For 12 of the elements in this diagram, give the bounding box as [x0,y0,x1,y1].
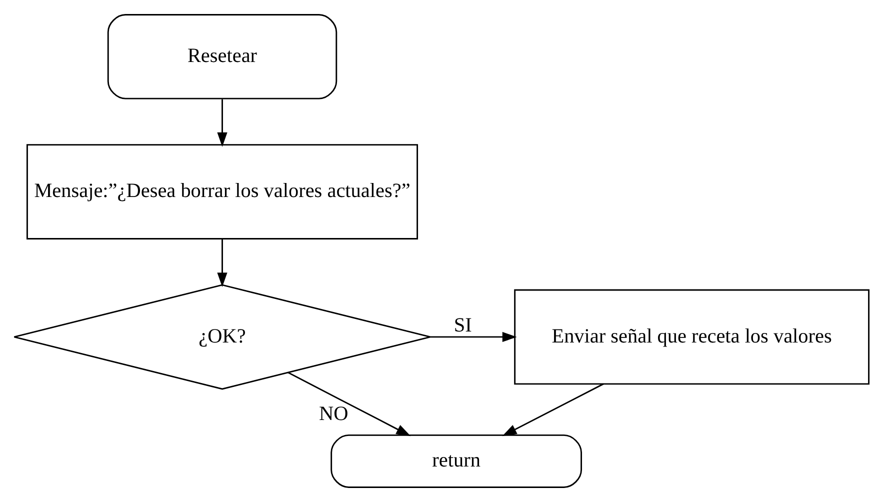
arrow [217,238,228,287]
node-box: return [330,434,582,488]
node-box: Resetear [107,14,338,99]
edge-label: SI [454,314,472,336]
node-box: Enviar señal que receta los valores [514,288,870,384]
arrow [217,98,228,146]
node-diamond: ¿OK? [13,284,432,390]
arrow [288,371,411,436]
arrow [502,382,604,436]
node-box: Mensaje:”¿Desea borrar los valores actuales?” [26,144,418,239]
edge-label: NO [319,402,348,424]
arrow [430,331,517,342]
